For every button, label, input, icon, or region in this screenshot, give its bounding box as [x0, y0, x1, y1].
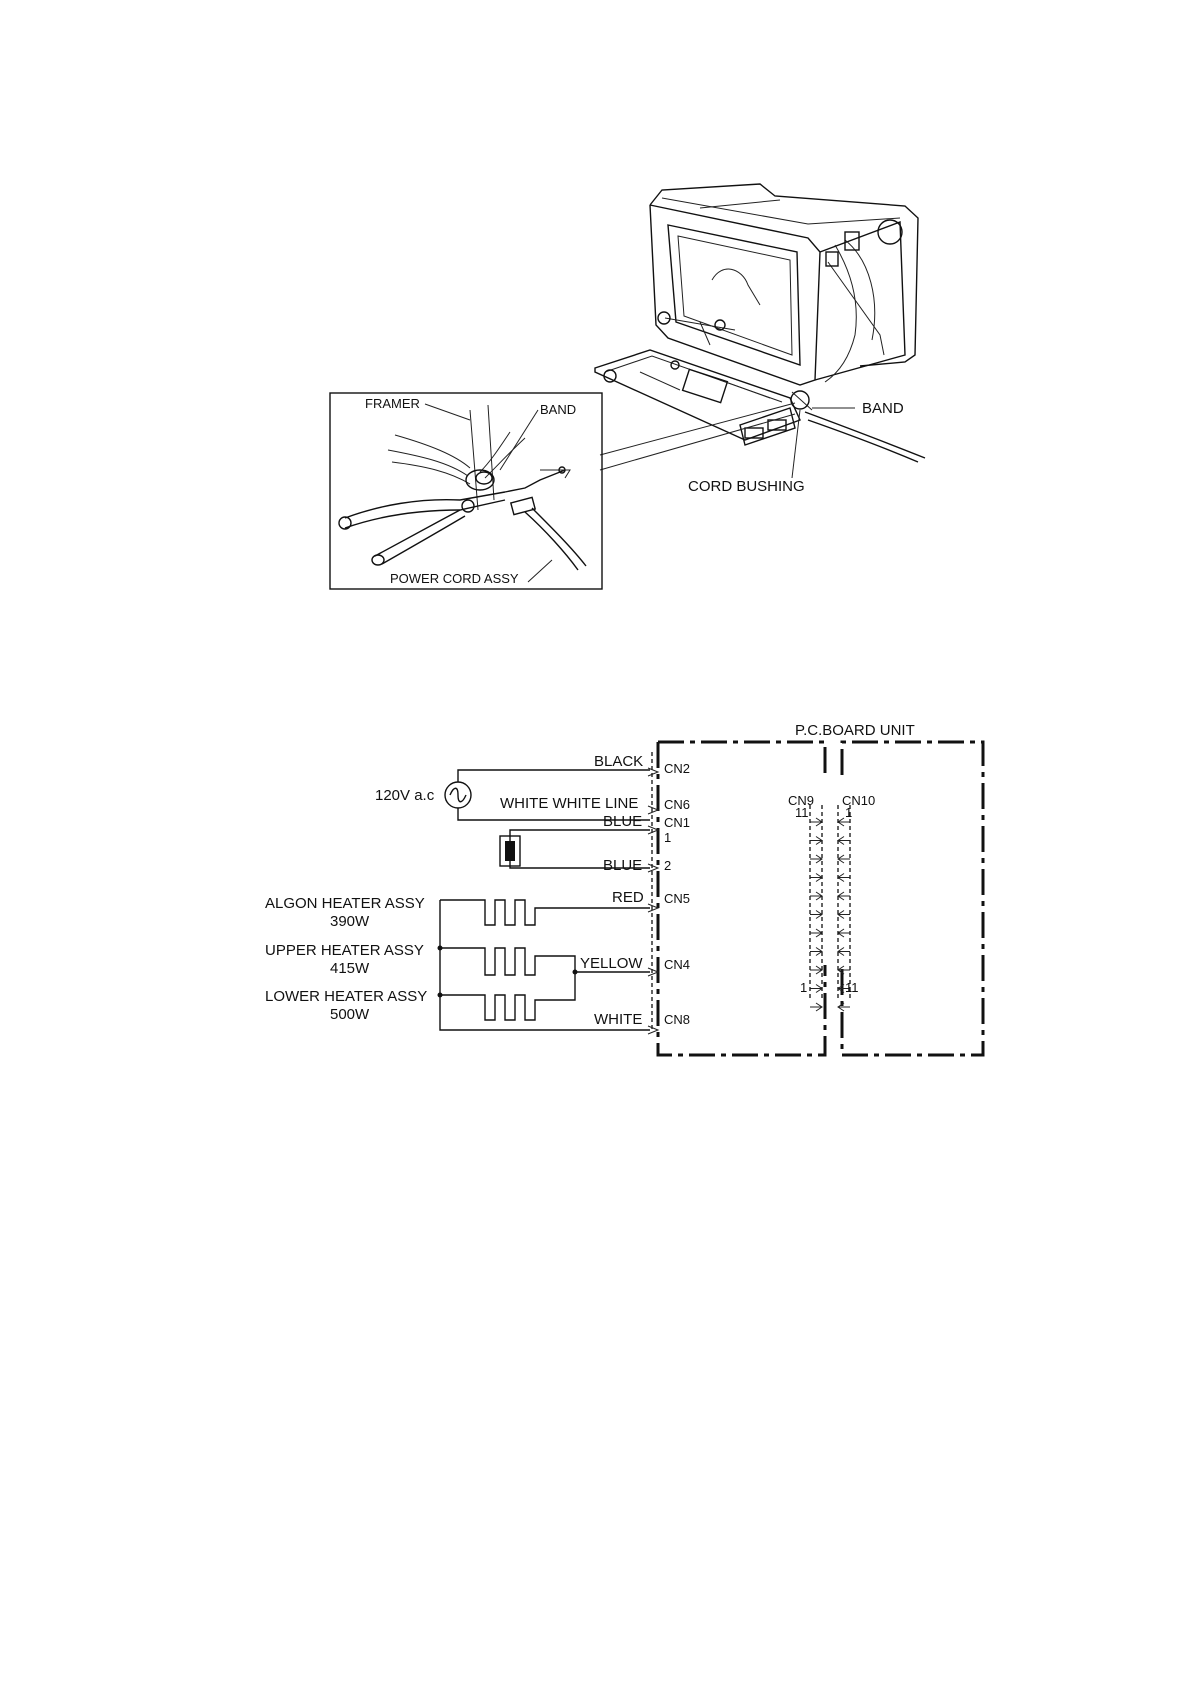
cn2-label: CN2 [664, 761, 690, 776]
heater-3-name: LOWER HEATER ASSY [265, 988, 427, 1005]
wire-blue-2-label: BLUE [603, 857, 642, 874]
connector-pin [810, 837, 850, 845]
power-cord-assy-label: POWER CORD ASSY [390, 571, 519, 586]
cn10-bottom-pin: 11 [845, 980, 859, 995]
connector-pin [810, 911, 850, 919]
wire-red-label: RED [612, 889, 644, 906]
wire-yellow-label: YELLOW [580, 955, 643, 972]
wire-white-line-label: WHITE WHITE LINE [500, 795, 638, 812]
connector-pin [810, 855, 850, 863]
connector-pin [810, 874, 850, 882]
cn6-label: CN6 [664, 797, 690, 812]
cn9-cn10-connector [810, 805, 850, 1011]
cn9-bottom-pin: 1 [800, 980, 807, 995]
cn9-top-pin: 11 [795, 805, 809, 820]
cn10-top-pin: 1 [845, 805, 852, 820]
framer-label: FRAMER [365, 396, 420, 411]
connector-pin [810, 985, 850, 993]
connector-pin [810, 929, 850, 937]
oven-cavity-illustration [650, 184, 918, 385]
pc-board-unit-title: P.C.BOARD UNIT [795, 722, 915, 739]
cn8-label: CN8 [664, 1012, 690, 1027]
source-label: 120V a.c [375, 787, 435, 804]
wiring-diagram: P.C.BOARD UNIT 120V a.c BLACK CN2 WHITE … [265, 722, 983, 1055]
cn1-pin2-label: 2 [664, 858, 671, 873]
cn1-pin1-label: 1 [664, 830, 671, 845]
heater-2-name: UPPER HEATER ASSY [265, 942, 424, 959]
detail-inset: FRAMER BAND POWER CORD ASSY [330, 393, 602, 589]
wire-white-label: WHITE [594, 1011, 642, 1028]
cn4-label: CN4 [664, 957, 690, 972]
band-inset-label: BAND [540, 402, 576, 417]
framer-leader [425, 404, 470, 420]
wire-black-label: BLACK [594, 753, 643, 770]
connector-pin [810, 1003, 850, 1011]
connector-pin [810, 818, 850, 826]
connector-pin [810, 892, 850, 900]
cn5-label: CN5 [664, 891, 690, 906]
cn1-label: CN1 [664, 815, 690, 830]
cord-bushing-label: CORD BUSHING [688, 478, 805, 495]
heater-3-power: 500W [330, 1006, 370, 1023]
connector-pin [810, 948, 850, 956]
connector-pin [810, 966, 850, 974]
zoom-lines [600, 403, 795, 470]
heater-1-name: ALGON HEATER ASSY [265, 895, 425, 912]
band-inset-leader [500, 410, 538, 470]
assembly-figure: BAND CORD BUSHING [330, 184, 925, 589]
wire-blue-1-label: BLUE [603, 813, 642, 830]
heater-1-power: 390W [330, 913, 370, 930]
pc-board-outline: P.C.BOARD UNIT [658, 722, 983, 1055]
band-label: BAND [862, 400, 904, 417]
power-cord-leader [528, 560, 552, 582]
heater-2-power: 415W [330, 960, 370, 977]
